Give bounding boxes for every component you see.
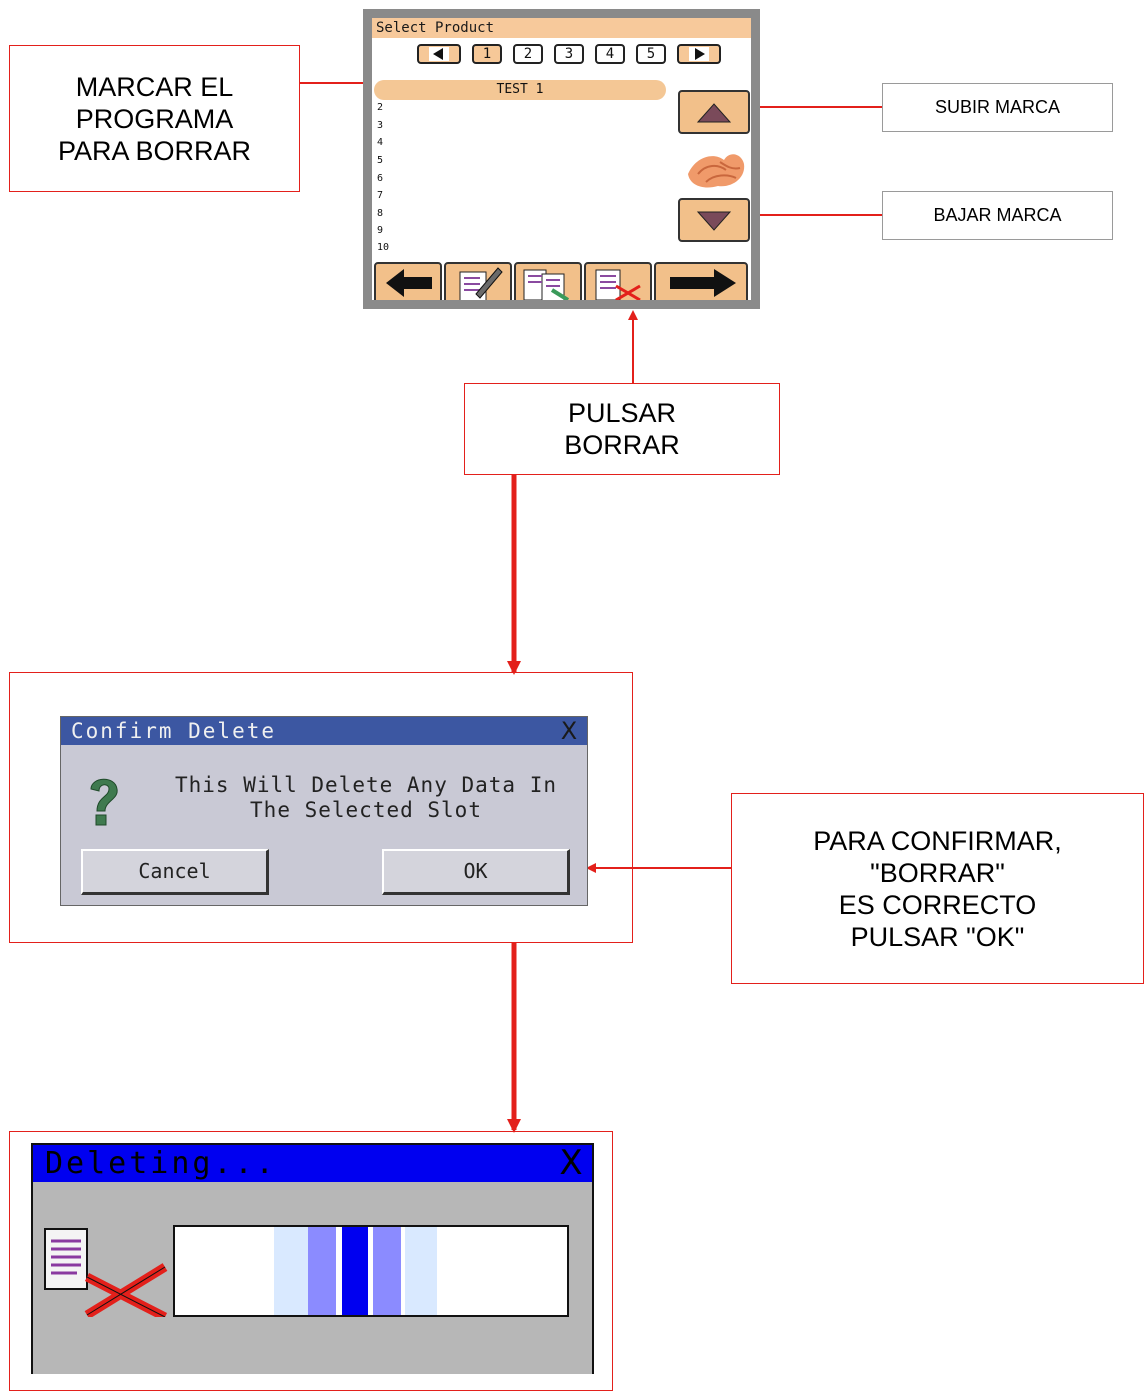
back-button[interactable] — [374, 262, 442, 300]
progress-stripe — [405, 1227, 437, 1315]
dialog-close-icon[interactable]: X — [560, 717, 578, 745]
progress-title: Deleting... — [33, 1145, 592, 1182]
page-prev-button[interactable] — [417, 44, 461, 64]
page-next-button[interactable] — [677, 44, 721, 64]
product-swirl-icon — [688, 154, 745, 188]
edit-button[interactable] — [444, 262, 512, 300]
copy-button[interactable] — [514, 262, 582, 300]
delete-document-icon — [44, 1228, 168, 1317]
arrow-right-icon — [670, 269, 736, 297]
triangle-up-icon — [696, 103, 732, 123]
callout-subir: SUBIR MARCA — [882, 83, 1113, 132]
confirm-delete-dialog: Confirm Delete X This Will Delete Any Da… — [60, 716, 588, 906]
callout-marcar: MARCAR EL PROGRAMA PARA BORRAR — [9, 45, 300, 192]
select-product-screen: Select Product 1 2 3 4 5 TEST 1 2 3 4 5 … — [363, 9, 760, 309]
callout-bajar: BAJAR MARCA — [882, 191, 1113, 240]
progress-stripe — [342, 1227, 368, 1315]
chevron-right-icon — [689, 47, 709, 61]
progress-bar — [173, 1225, 569, 1317]
list-item[interactable]: 6 — [377, 173, 384, 184]
page-button-3[interactable]: 3 — [554, 44, 584, 64]
list-item[interactable]: 4 — [377, 137, 384, 148]
move-down-button[interactable] — [678, 198, 750, 242]
dialog-title: Confirm Delete — [61, 717, 587, 745]
dialog-message: This Will Delete Any Data In The Selecte… — [174, 773, 557, 822]
copy-document-icon — [523, 269, 570, 300]
progress-stripe — [373, 1227, 401, 1315]
page-button-1[interactable]: 1 — [472, 44, 502, 64]
list-item[interactable]: 9 — [377, 225, 384, 236]
list-item[interactable]: 3 — [377, 120, 384, 131]
list-item[interactable]: 2 — [377, 102, 384, 113]
edit-document-icon — [459, 267, 503, 300]
cancel-button[interactable]: Cancel — [81, 849, 269, 895]
callout-confirmar: PARA CONFIRMAR, "BORRAR" ES CORRECTO PUL… — [731, 793, 1144, 984]
progress-close-icon[interactable]: X — [559, 1143, 583, 1183]
list-item[interactable]: 10 — [377, 242, 390, 253]
triangle-down-icon — [696, 211, 732, 231]
ok-button[interactable]: OK — [382, 849, 570, 895]
question-icon — [90, 778, 118, 826]
selected-item-row[interactable]: TEST 1 — [374, 80, 666, 100]
delete-document-icon — [595, 269, 641, 300]
move-up-button[interactable] — [678, 90, 750, 134]
arrow-left-icon — [386, 269, 432, 297]
list-item[interactable]: 5 — [377, 155, 384, 166]
confirm-frame — [9, 672, 633, 943]
delete-button[interactable] — [584, 262, 652, 300]
page-button-4[interactable]: 4 — [595, 44, 625, 64]
deleting-dialog: Deleting... X — [31, 1143, 594, 1374]
list-item[interactable]: 8 — [377, 208, 384, 219]
progress-stripe — [308, 1227, 336, 1315]
list-item[interactable]: 7 — [377, 190, 384, 201]
page-button-2[interactable]: 2 — [513, 44, 543, 64]
chevron-left-icon — [429, 47, 449, 61]
callout-pulsar: PULSAR BORRAR — [464, 383, 780, 475]
progress-stripe — [274, 1227, 308, 1315]
next-button[interactable] — [654, 262, 748, 300]
page-button-5[interactable]: 5 — [636, 44, 666, 64]
screen-title: Select Product — [372, 18, 751, 38]
